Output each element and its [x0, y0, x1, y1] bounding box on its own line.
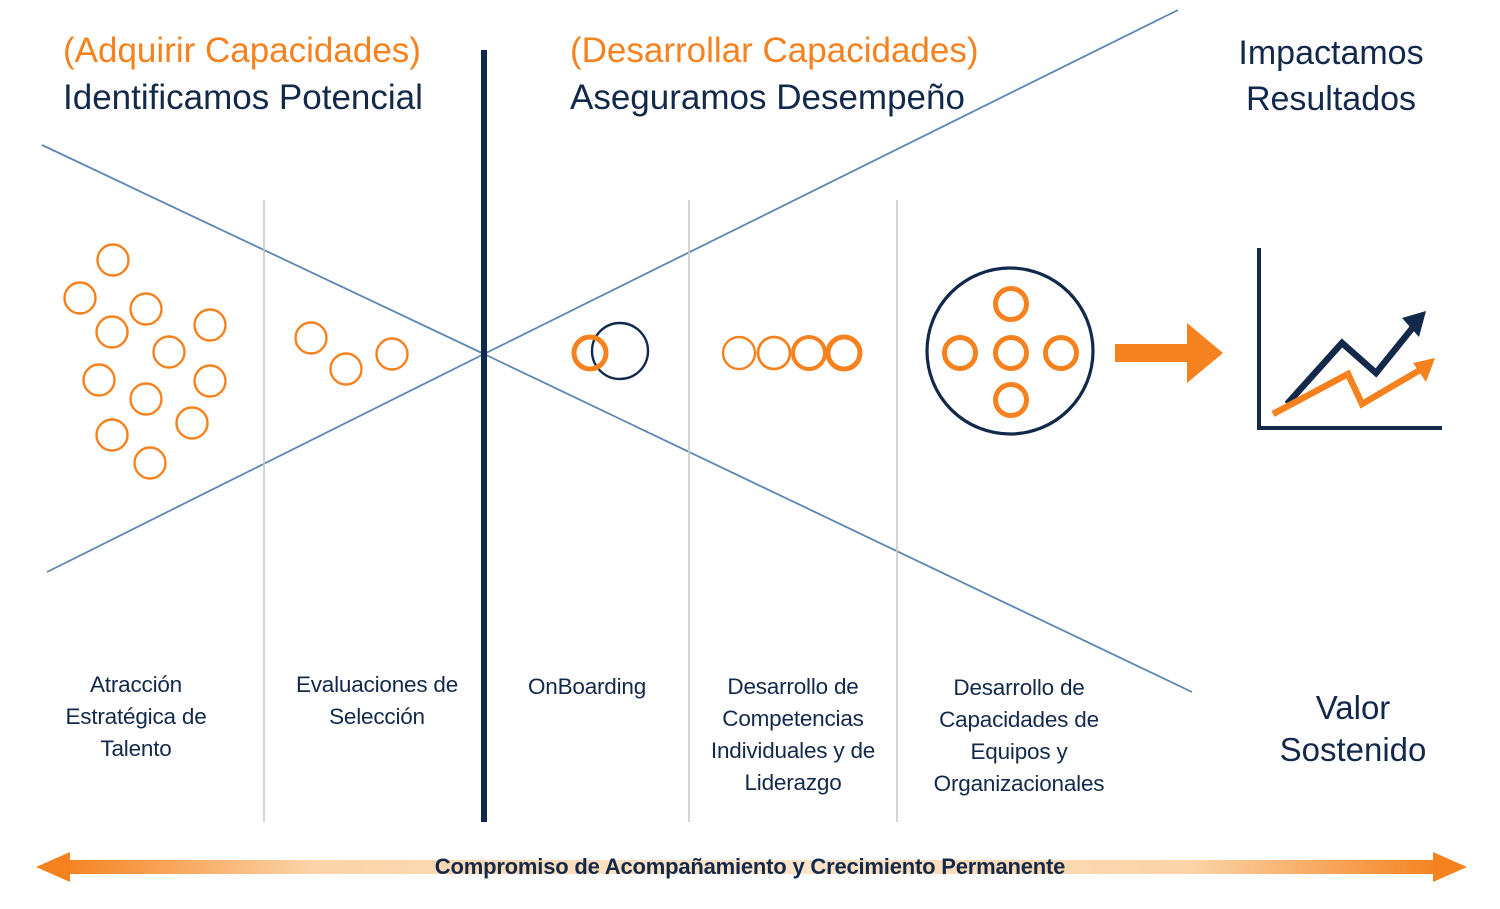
sustained-value-line-2: Sostenido [1279, 731, 1427, 768]
stage-label-teams: Desarrollo de Capacidades de Equipos y O… [906, 672, 1132, 800]
results-title-line-2: Resultados [1245, 80, 1417, 118]
middle-phase-label: (Desarrollar Capacidades) [570, 31, 979, 70]
funnel-lines [41, 9, 1193, 693]
competencies-circles [721, 334, 863, 372]
stage-label-line: OnBoarding [527, 674, 647, 699]
talent-pool-circles [63, 243, 227, 480]
funnel-line-lower-left [46, 353, 485, 573]
sustained-value-line-1: Valor [1315, 689, 1391, 726]
stage-label-line: Desarrollo de [727, 674, 859, 699]
onboarding-circles [571, 321, 650, 381]
stage-label-selection: Evaluaciones de Selección [272, 669, 482, 733]
commitment-banner-label: Compromiso de Acompañamiento y Crecimien… [434, 854, 1066, 879]
stage-label-attraction: Atracción Estratégica de Talento [30, 669, 242, 765]
sustained-value-label: Valor Sostenido [1230, 687, 1476, 771]
growth-chart-icon [1257, 248, 1442, 430]
stage-label-line: Organizacionales [933, 771, 1105, 796]
stage-label-line: Talento [100, 736, 172, 761]
stage-label-line: Competencias [722, 706, 864, 731]
stage-label-line: Estratégica de [65, 704, 207, 729]
stage-label-line: Desarrollo de [953, 675, 1085, 700]
funnel-line-upper-left [41, 144, 485, 355]
arrow-right-icon [1115, 323, 1223, 383]
left-phase-label: (Adquirir Capacidades) [63, 31, 421, 70]
cone-line-upper-right [483, 9, 1179, 355]
stage-label-line: Selección [329, 704, 425, 729]
selection-circles [294, 321, 409, 386]
stage-label-line: Atracción [90, 672, 182, 697]
stage-label-line: Evaluaciones de [295, 672, 459, 697]
stage-label-competencies: Desarrollo de Competencias Individuales … [692, 671, 894, 799]
stage-label-line: Liderazgo [744, 770, 842, 795]
column-dividers [263, 200, 898, 822]
left-phase-title: Identificamos Potencial [63, 78, 423, 117]
stage-label-line: Individuales y de [710, 738, 876, 763]
cone-line-lower-right [483, 353, 1193, 693]
middle-phase-title: Aseguramos Desempeño [570, 78, 965, 117]
stage-label-onboarding: OnBoarding [496, 671, 678, 703]
stage-label-line: Capacidades de [939, 707, 1099, 732]
stage-label-line: Equipos y [970, 739, 1068, 764]
team-circle-group [925, 266, 1095, 436]
results-title-line-1: Impactamos [1238, 34, 1424, 72]
double-arrow-icon [36, 852, 1467, 882]
results-title: Impactamos Resultados [1200, 30, 1462, 122]
